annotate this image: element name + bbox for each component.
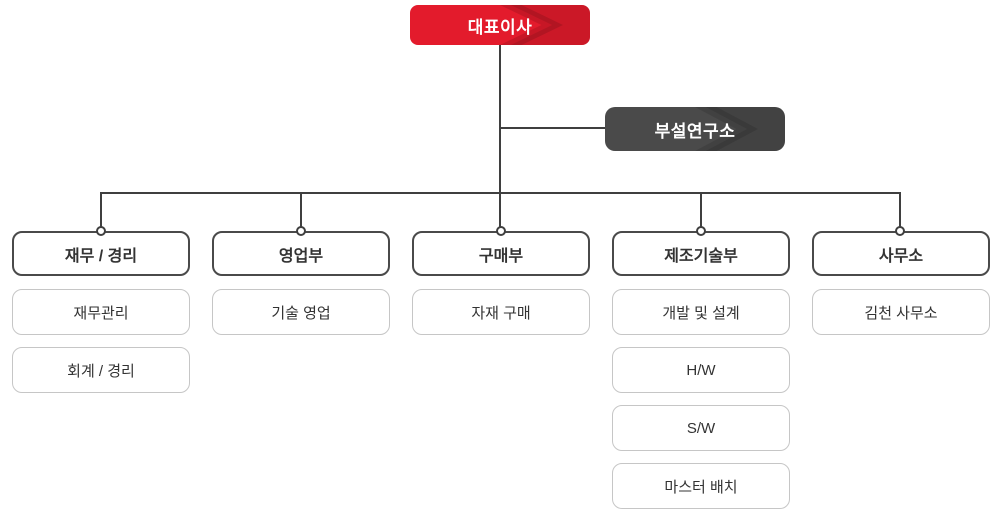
sub-box-technical-sales: 기술 영업 — [212, 289, 390, 335]
sub-box-master-batch: 마스터 배치 — [612, 463, 790, 509]
department-column-purchasing: 구매부 자재 구매 — [412, 231, 590, 347]
sub-box-software: S/W — [612, 405, 790, 451]
connector-main-horizontal — [100, 192, 901, 194]
connector-stub-finance — [100, 192, 102, 232]
sub-box-material-purchasing: 자재 구매 — [412, 289, 590, 335]
dept-box-manufacturing: 제조기술부 — [612, 231, 790, 276]
dept-box-finance: 재무 / 경리 — [12, 231, 190, 276]
chevron-decoration-icon — [500, 5, 590, 45]
junction-circle-finance — [96, 226, 106, 236]
sub-box-hardware: H/W — [612, 347, 790, 393]
junction-circle-office — [895, 226, 905, 236]
dept-box-office: 사무소 — [812, 231, 990, 276]
connector-ceo-vertical — [499, 45, 501, 232]
sub-box-development-design: 개발 및 설계 — [612, 289, 790, 335]
department-column-manufacturing: 제조기술부 개발 및 설계 H/W S/W 마스터 배치 — [612, 231, 790, 510]
department-column-sales: 영업부 기술 영업 — [212, 231, 390, 347]
chevron-decoration-icon — [695, 107, 785, 151]
sub-box-accounting: 회계 / 경리 — [12, 347, 190, 393]
department-column-office: 사무소 김천 사무소 — [812, 231, 990, 347]
research-institute-box: 부설연구소 — [605, 107, 785, 151]
junction-circle-purchasing — [496, 226, 506, 236]
department-column-finance: 재무 / 경리 재무관리 회계 / 경리 — [12, 231, 190, 405]
dept-box-sales: 영업부 — [212, 231, 390, 276]
research-institute-label: 부설연구소 — [654, 121, 736, 141]
connector-stub-office — [899, 192, 901, 232]
junction-circle-manufacturing — [696, 226, 706, 236]
ceo-box: 대표이사 — [410, 5, 590, 45]
connector-stub-manufacturing — [700, 192, 702, 232]
connector-research-branch — [500, 127, 606, 129]
connector-stub-sales — [300, 192, 302, 232]
junction-circle-sales — [296, 226, 306, 236]
sub-box-financial-management: 재무관리 — [12, 289, 190, 335]
sub-box-gimcheon-office: 김천 사무소 — [812, 289, 990, 335]
ceo-label: 대표이사 — [467, 17, 533, 37]
dept-box-purchasing: 구매부 — [412, 231, 590, 276]
